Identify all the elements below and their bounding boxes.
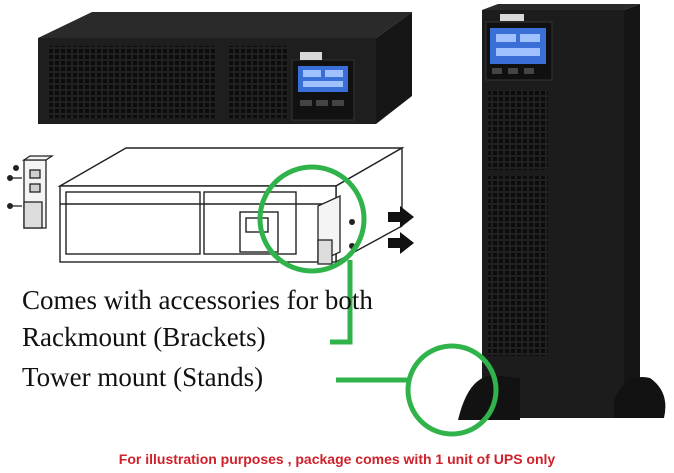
- arrow-right-icon: [388, 206, 414, 228]
- tower-stand-icon: [458, 375, 666, 420]
- brand-badge: [500, 14, 524, 21]
- illustration-notice: For illustration purposes , package come…: [118, 451, 556, 467]
- rackmount-ups-photo: [38, 12, 412, 124]
- tower-ups-photo: [482, 4, 640, 418]
- bracket-connector-line: [330, 260, 353, 345]
- mounting-bracket-icon: [21, 155, 55, 229]
- caption-accessories: Comes with accessories for both: [22, 285, 373, 315]
- highlight-annotations: [257, 164, 499, 437]
- lcd-screen: [298, 66, 348, 92]
- screw-icon: [7, 165, 22, 209]
- stand-highlight-circle: [405, 343, 499, 437]
- lcd-screen: [490, 28, 546, 64]
- caption-tower-mount: Tower mount (Stands): [22, 362, 264, 392]
- rackmount-line-drawing: [57, 146, 405, 264]
- arrow-right-icon: [388, 232, 414, 254]
- caption-rackmount: Rackmount (Brackets): [22, 322, 266, 352]
- bracket-highlight-circle: [257, 164, 367, 274]
- right-bracket: [317, 194, 341, 265]
- brand-badge: [300, 52, 322, 60]
